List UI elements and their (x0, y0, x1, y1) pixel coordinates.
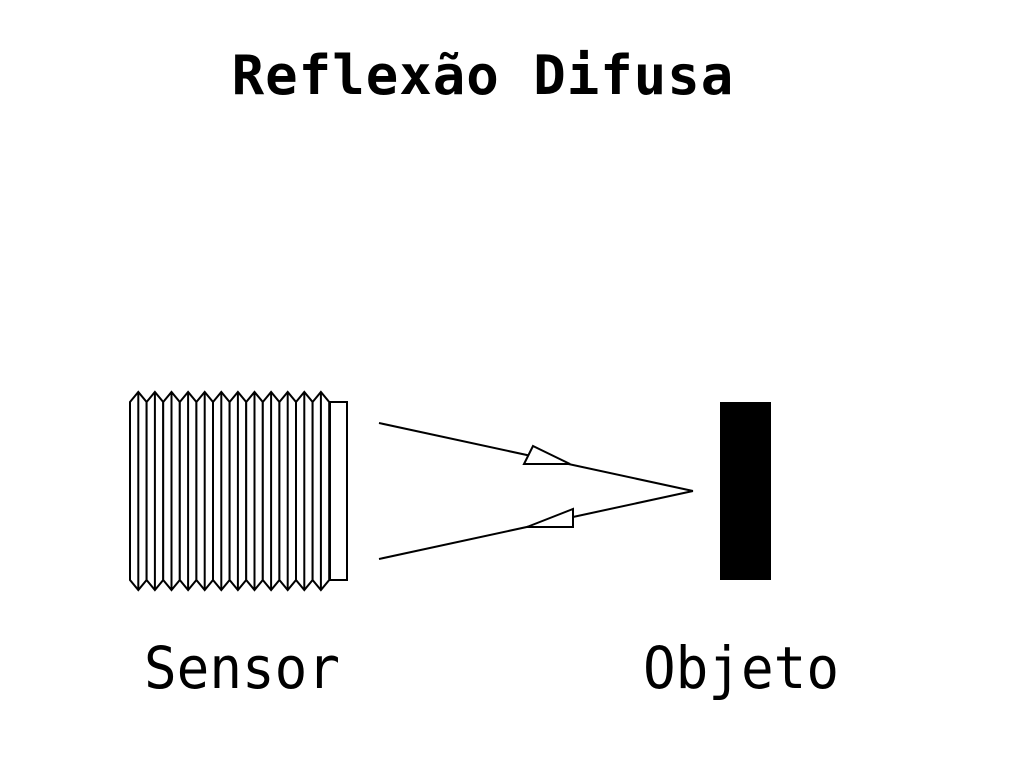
sensor-body (129, 390, 348, 592)
object-label: Objeto (643, 634, 839, 702)
sensor-threads (129, 390, 331, 592)
sensor-front-face (329, 401, 348, 581)
emitted-arrow-icon (522, 444, 571, 465)
reflected-ray (378, 490, 694, 560)
diagram-title: Reflexão Difusa (231, 44, 735, 107)
sensor-label: Sensor (144, 634, 340, 702)
object-block (720, 402, 771, 580)
emitted-ray (378, 422, 694, 492)
reflected-arrow-icon (526, 507, 574, 528)
